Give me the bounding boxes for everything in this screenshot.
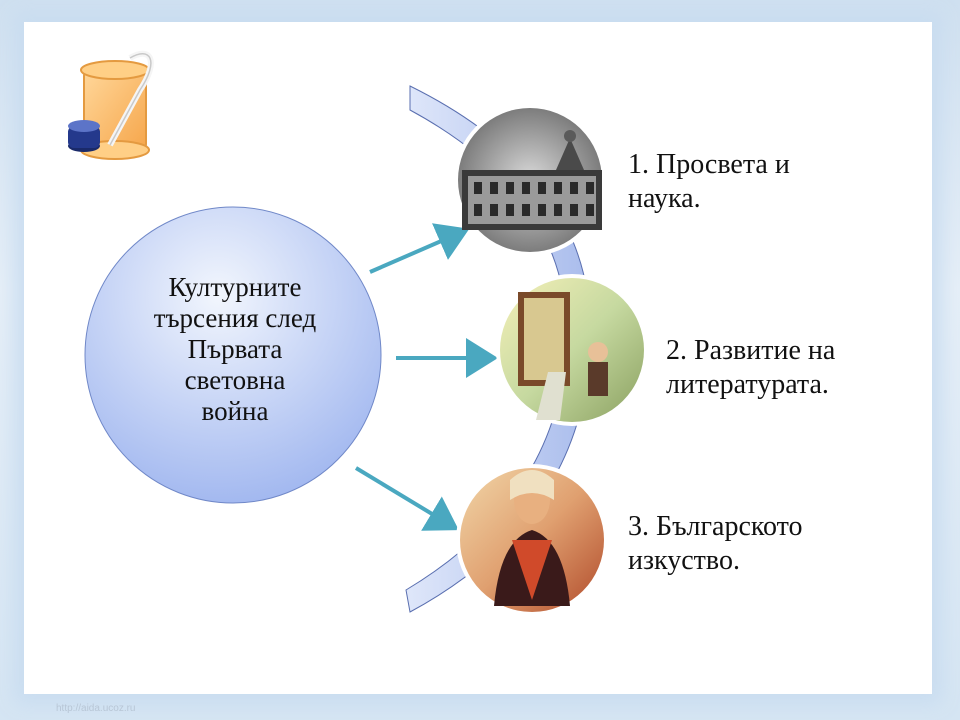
center-line: търсения след (100, 303, 370, 334)
center-line: Културните (100, 272, 370, 303)
center-title: Културните търсения след Първата световн… (100, 272, 370, 427)
center-line: война (100, 396, 370, 427)
arrow-3 (356, 468, 452, 526)
item-label-1: 1. Просвета и наука. (628, 148, 838, 216)
footer-url: http://aida.ucoz.ru (56, 703, 136, 714)
item-label-2: 2. Развитие на литературата. (666, 334, 886, 402)
center-line: световна (100, 365, 370, 396)
painting-portrait (456, 464, 608, 616)
literature-illustration (496, 274, 648, 426)
building-photo (454, 104, 606, 256)
center-line: Първата (100, 334, 370, 365)
arrow-1 (370, 232, 462, 272)
item-label-3: 3. Българското изкуство. (628, 510, 848, 578)
